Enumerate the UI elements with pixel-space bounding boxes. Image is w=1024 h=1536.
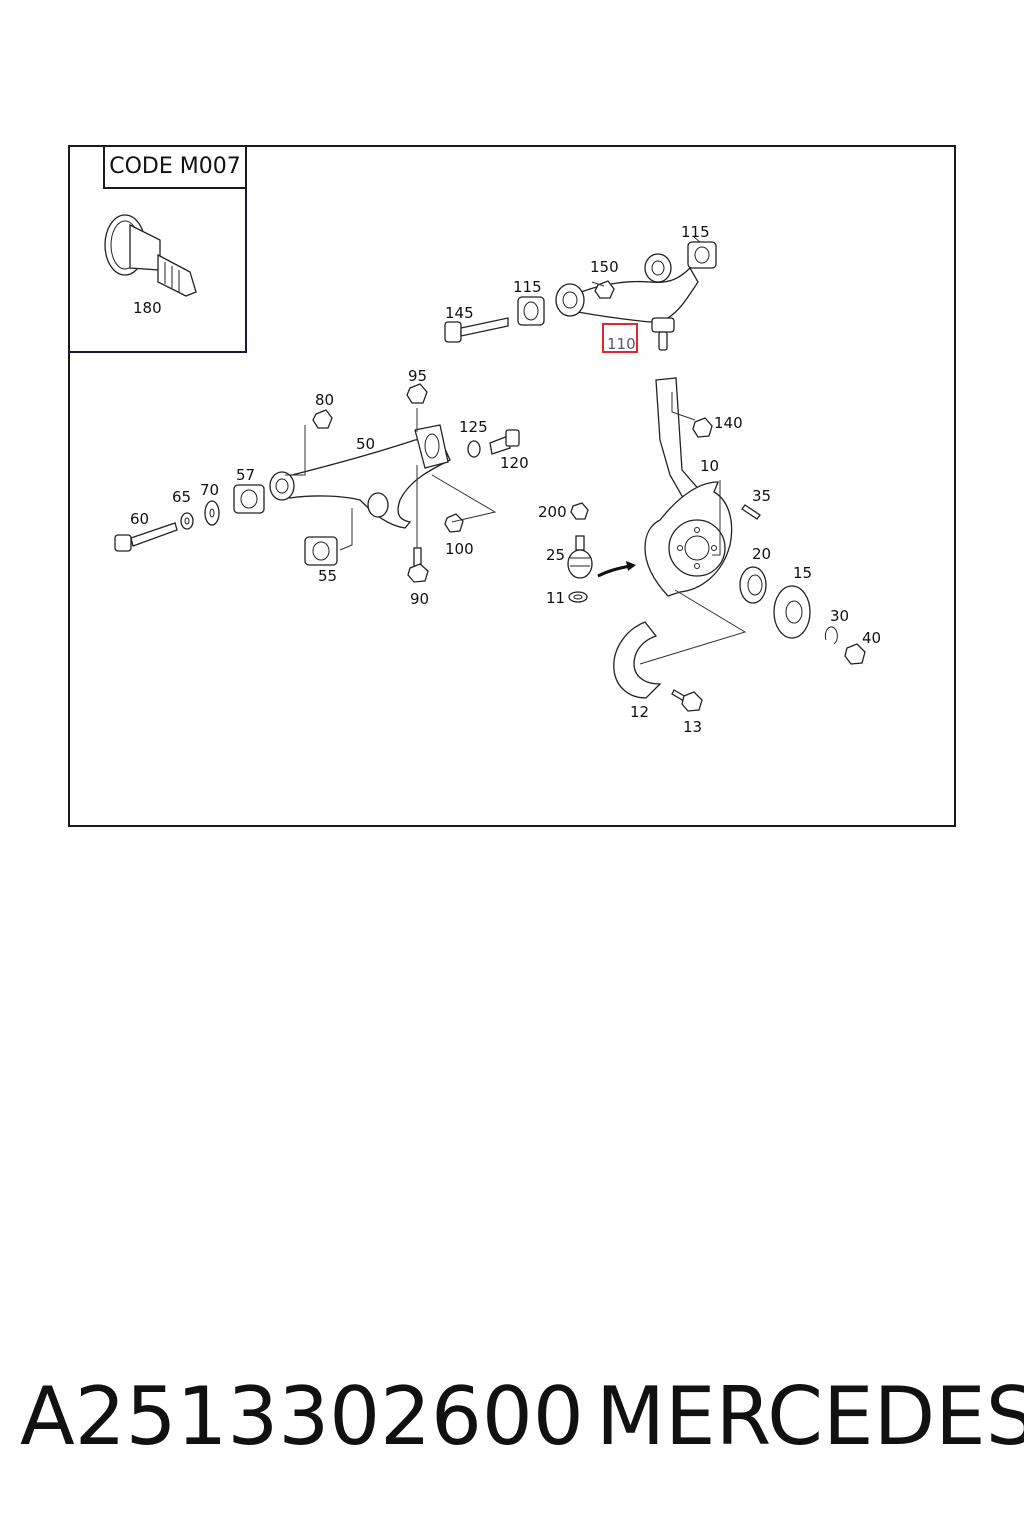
part-150-nut <box>594 280 615 299</box>
callout-60: 60 <box>130 510 149 528</box>
part-180-joint-illustration <box>104 214 197 297</box>
callout-10: 10 <box>700 457 719 475</box>
part-125-washer <box>467 440 481 458</box>
callout-40: 40 <box>862 629 881 647</box>
brand-name: MERCEDES <box>596 1370 1024 1463</box>
callout-57: 57 <box>236 466 255 484</box>
part-140-nut <box>692 417 713 438</box>
callout-200: 200 <box>538 503 567 521</box>
part-145-bolt <box>444 317 509 343</box>
part-70-washer <box>204 500 220 526</box>
part-90-bolt <box>407 547 429 583</box>
part-20-wheel-bearing <box>739 566 767 604</box>
part-80-nut <box>312 409 333 429</box>
callout-145: 145 <box>445 304 474 322</box>
part-number: A2513302600 <box>20 1370 584 1463</box>
diagram-frame <box>68 145 956 827</box>
part-60-bolt <box>114 522 178 552</box>
callout-140: 140 <box>714 414 743 432</box>
part-100-nut <box>444 513 464 533</box>
part-15-wheel-hub <box>773 585 811 639</box>
part-115-bushing-left <box>517 296 545 326</box>
part-11-ring <box>568 591 588 603</box>
part-10-steering-knuckle <box>644 377 733 597</box>
callout-20: 20 <box>752 545 771 563</box>
part-40-nut <box>844 643 866 665</box>
callout-120: 120 <box>500 454 529 472</box>
callout-35: 35 <box>752 487 771 505</box>
leader-lines <box>285 236 747 665</box>
part-110-upper-control-arm <box>555 253 699 351</box>
callout-65: 65 <box>172 488 191 506</box>
part-50-lower-control-arm <box>269 424 451 529</box>
exploded-parts-diagram: 180 145 115 150 115 110 95 80 50 125 120… <box>104 214 881 736</box>
part-65-washer <box>180 512 194 530</box>
callout-80: 80 <box>315 391 334 409</box>
part-120-bolt <box>489 429 520 455</box>
part-35-pin <box>741 504 761 520</box>
part-55-bushing <box>304 536 338 566</box>
inset-panel <box>68 145 247 353</box>
callout-11: 11 <box>546 589 565 607</box>
callout-30: 30 <box>830 607 849 625</box>
part-30-circlip <box>824 626 838 645</box>
callout-115-right: 115 <box>681 223 710 241</box>
part-95-nut <box>406 383 428 404</box>
callout-125: 125 <box>459 418 488 436</box>
part-25-ball-joint <box>567 535 593 579</box>
callout-13: 13 <box>683 718 702 736</box>
callout-50: 50 <box>356 435 375 453</box>
callout-70: 70 <box>200 481 219 499</box>
callout-110[interactable]: 110 <box>607 335 636 353</box>
callout-25: 25 <box>546 546 565 564</box>
part-12-splash-shield <box>613 621 662 699</box>
callout-150: 150 <box>590 258 619 276</box>
callout-90: 90 <box>410 590 429 608</box>
part-115-bushing-right <box>687 241 717 269</box>
callout-100: 100 <box>445 540 474 558</box>
callout-15: 15 <box>793 564 812 582</box>
footer-caption: A2513302600 MERCEDES <box>0 1370 1024 1470</box>
callout-180: 180 <box>133 299 162 317</box>
callout-95: 95 <box>408 367 427 385</box>
callout-12: 12 <box>630 703 649 721</box>
assembly-arrow <box>597 561 636 578</box>
part-57-bushing <box>233 484 265 514</box>
callout-115-left: 115 <box>513 278 542 296</box>
part-13-bolt <box>671 689 703 712</box>
callout-55: 55 <box>318 567 337 585</box>
callout-110-highlight <box>602 323 638 353</box>
code-label: CODE M007 <box>103 145 247 189</box>
part-200-nut <box>570 502 589 520</box>
